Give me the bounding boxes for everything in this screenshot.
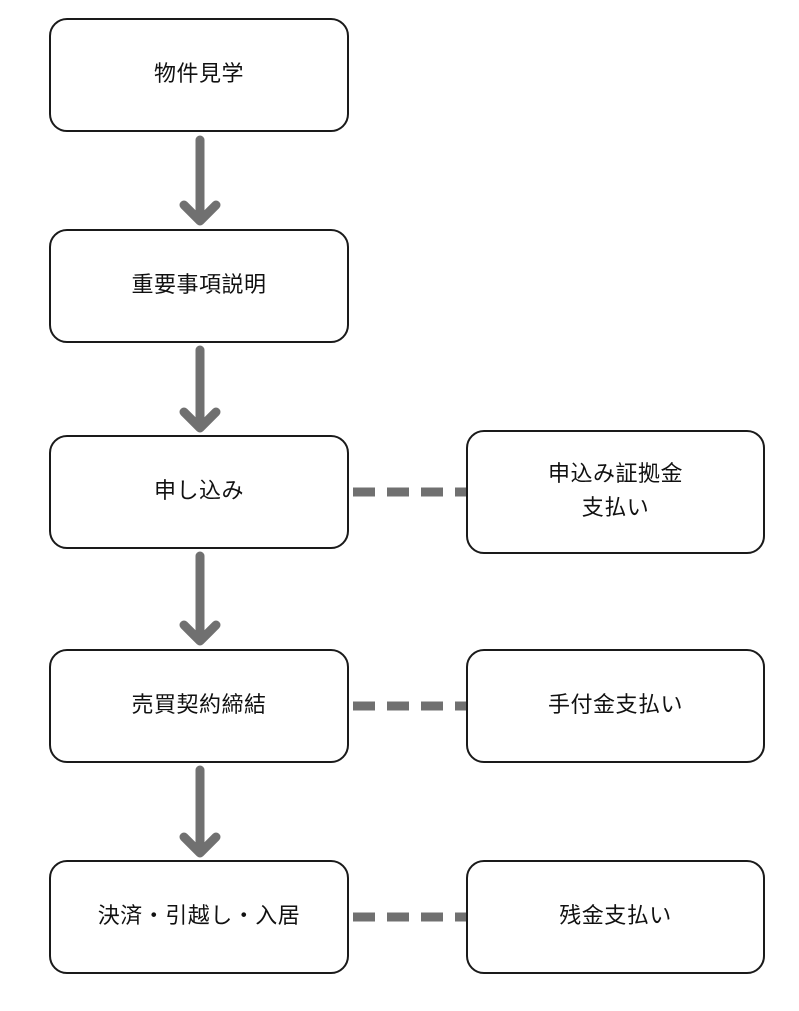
arrow-3 (179, 551, 221, 646)
arrow-2 (179, 345, 221, 433)
payment-application-deposit: 申込み証拠金 支払い (466, 430, 765, 554)
payment-earnest-money: 手付金支払い (466, 649, 765, 763)
step-important-matters: 重要事項説明 (49, 229, 349, 343)
step-settlement-move-in-label: 決済・引越し・入居 (97, 903, 301, 929)
arrow-1 (179, 135, 221, 226)
payment-balance: 残金支払い (466, 860, 765, 974)
step-important-matters-label: 重要事項説明 (131, 272, 267, 298)
step-viewing-label: 物件見学 (153, 61, 244, 87)
arrow-4 (179, 765, 221, 858)
step-viewing: 物件見学 (49, 18, 349, 132)
step-sales-contract: 売買契約締結 (49, 649, 349, 763)
step-settlement-move-in: 決済・引越し・入居 (49, 860, 349, 974)
step-application-label: 申し込み (153, 478, 244, 504)
step-application: 申し込み (49, 435, 349, 549)
payment-earnest-money-label: 手付金支払い (547, 692, 683, 718)
payment-application-deposit-label: 申込み証拠金 支払い (547, 461, 683, 521)
payment-balance-label: 残金支払い (559, 903, 672, 929)
step-sales-contract-label: 売買契約締結 (131, 692, 267, 718)
